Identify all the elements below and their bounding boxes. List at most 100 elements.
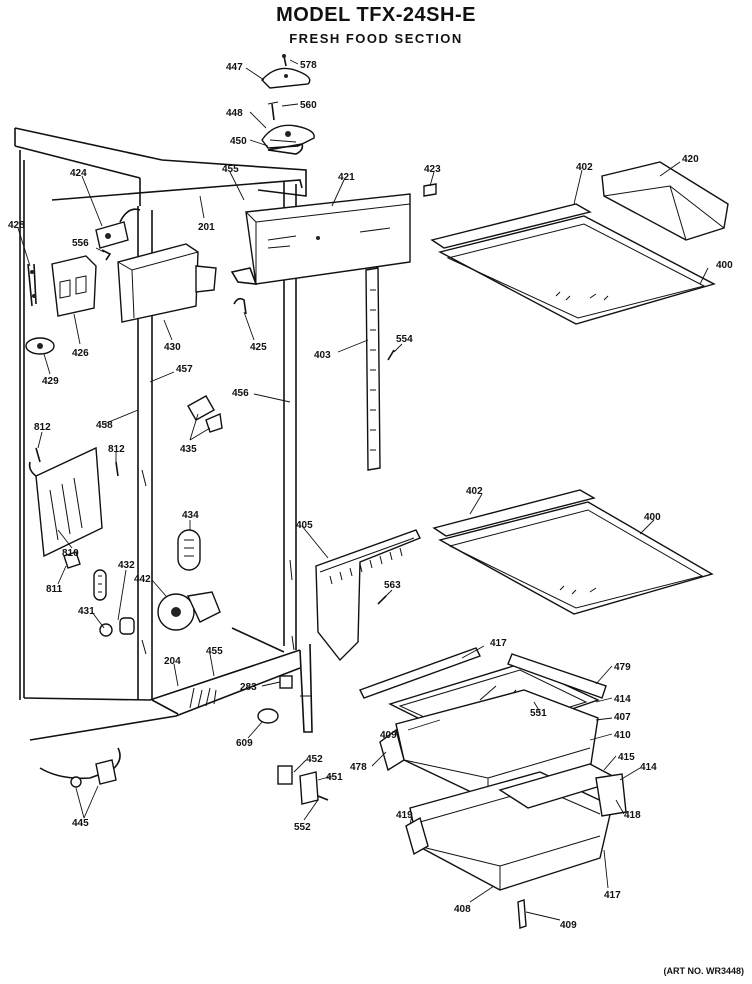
damper-cover-447 [261,67,311,89]
bracket-452 [277,765,293,785]
callout-418: 418 [624,810,641,821]
callout-409: 409 [380,730,397,741]
crisper-lid-frame-417 [359,647,481,699]
callout-400: 400 [716,260,733,271]
shelf-track-403 [365,267,381,471]
callout-448: 448 [226,108,243,119]
callout-552: 552 [294,822,311,833]
control-panel-421 [230,193,411,285]
callout-563: 563 [384,580,401,591]
callout-283: 283 [240,682,257,693]
callout-415: 415 [618,752,635,763]
callout-451: 451 [326,772,343,783]
hinge-451 [299,771,319,805]
shelf-glass-400-mid [438,501,714,615]
screw-578 [282,54,287,67]
screw-560 [267,101,279,121]
grommet-609 [257,708,279,724]
section-subtitle: FRESH FOOD SECTION [289,31,463,46]
crisper-cover-420 [601,161,729,241]
callout-810: 810 [62,548,79,559]
callout-445: 445 [72,818,89,829]
callout-421: 421 [338,172,355,183]
callout-452: 452 [306,754,323,765]
screw-552 [317,795,329,801]
callout-402-mid: 402 [466,486,483,497]
light-socket-assembly-430 [117,243,217,323]
callout-429: 429 [42,376,59,387]
callout-560: 560 [300,100,317,111]
callout-434: 434 [182,510,199,521]
callout-811: 811 [46,584,63,595]
art-number: (ART NO. WR3448) [663,966,744,976]
callout-409-lower: 409 [560,920,577,931]
callout-442: 442 [134,574,151,585]
shelf-frame-402-mid [432,489,596,537]
callout-426: 426 [72,348,89,359]
callout-609: 609 [236,738,253,749]
callout-423: 423 [424,164,441,175]
grommet-811 [63,551,81,569]
callout-479: 479 [614,662,631,673]
callout-405: 405 [296,520,313,531]
clip-425 [233,297,247,315]
callout-labels: 447 578 448 560 450 455 421 423 402 420 … [8,60,733,931]
callout-447: 447 [226,62,243,73]
callout-432: 432 [118,560,135,571]
callout-402: 402 [576,162,593,173]
lamp-cover-432 [93,569,107,601]
callout-414-lower: 414 [640,762,657,773]
callout-556: 556 [72,238,89,249]
callout-431: 431 [78,606,95,617]
control-housing-448 [261,124,315,149]
callout-435: 435 [180,444,197,455]
thermostat-428 [27,263,37,307]
control-knob-450 [267,143,304,155]
callout-812-right: 812 [108,444,125,455]
callout-410: 410 [614,730,631,741]
power-cord-445 [39,747,121,788]
screw-812a [35,447,41,463]
fan-motor-442 [157,591,221,631]
callout-458: 458 [96,420,113,431]
shelf-glass-400-top [438,215,716,325]
hinge-283 [279,675,293,689]
callout-420: 420 [682,154,699,165]
callout-812-left: 812 [34,422,51,433]
callout-400-mid: 400 [644,512,661,523]
callout-403: 403 [314,350,331,361]
screw-812b [115,461,119,477]
callout-417-lower: 417 [604,890,621,901]
callout-424: 424 [70,168,87,179]
callout-478: 478 [350,762,367,773]
callout-578: 578 [300,60,317,71]
callout-417: 417 [490,638,507,649]
wire-clip-556 [101,249,112,261]
crisper-frame-479 [507,653,607,699]
cover-405 [315,529,421,662]
crisper-rail-418 [595,773,627,817]
model-title: MODEL TFX-24SH-E [276,4,476,26]
damper-426 [51,255,97,317]
callout-408: 408 [454,904,471,915]
bulb-423 [423,183,437,197]
crisper-rail-478 [379,728,405,772]
callout-455: 455 [222,164,239,175]
callout-428: 428 [8,220,25,231]
callout-414: 414 [614,694,631,705]
lens-434 [177,529,201,571]
light-shield-435 [187,395,223,433]
callout-419: 419 [396,810,413,821]
light-switch-424 [95,208,141,249]
callout-430: 430 [164,342,181,353]
callout-407: 407 [614,712,631,723]
crisper-rail-419 [405,816,429,856]
leader-lines [17,59,709,921]
knob-429 [25,337,55,355]
callout-450: 450 [230,136,247,147]
callout-455-bottom: 455 [206,646,223,657]
callout-554: 554 [396,334,413,345]
callout-201: 201 [198,222,215,233]
